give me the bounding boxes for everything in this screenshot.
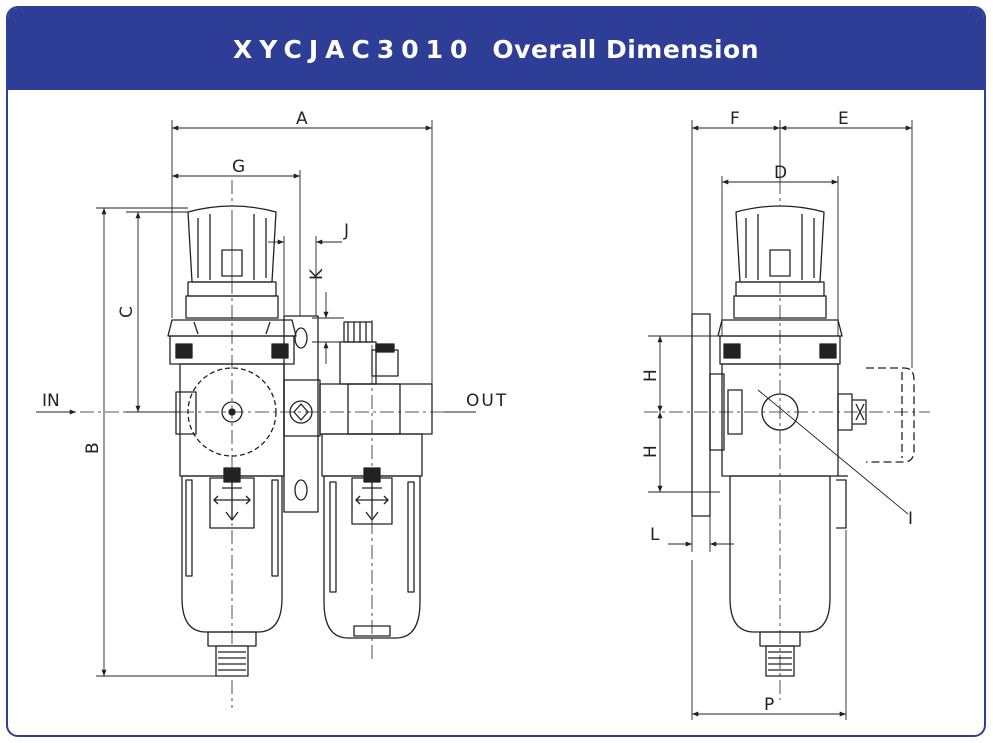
label-A: A — [296, 109, 308, 129]
front-view — [36, 120, 476, 708]
mounting-bracket — [283, 315, 319, 513]
label-I: I — [908, 509, 913, 529]
lubricator-top — [339, 321, 399, 385]
label-F: F — [730, 109, 740, 129]
lubricator-body — [319, 383, 433, 477]
regulator-body — [169, 335, 321, 477]
side-body — [719, 335, 915, 529]
side-regulator-knob — [717, 205, 843, 337]
page-title: Overall Dimension — [492, 34, 759, 64]
label-C: C — [117, 306, 137, 318]
front-dimensions — [36, 120, 476, 677]
label-B: B — [83, 442, 103, 454]
model-number: XYCJAC3010 — [232, 34, 475, 64]
side-bowl — [729, 475, 831, 677]
label-H-top: H — [641, 369, 661, 382]
label-D: D — [774, 163, 787, 183]
label-L: L — [650, 525, 660, 545]
lubricator-bowl — [323, 467, 421, 639]
regulator-bowl — [181, 467, 283, 677]
side-view — [644, 120, 930, 720]
side-bracket-plate — [691, 313, 711, 517]
dimension-labels: A G J K C B IN OUT F E D H H L I P — [42, 109, 913, 715]
title-bar: XYCJAC3010 Overall Dimension — [8, 8, 984, 90]
regulator-knob — [167, 205, 297, 337]
label-out: OUT — [466, 391, 508, 411]
label-P: P — [764, 695, 774, 715]
side-dimensions — [648, 120, 913, 720]
label-H-bottom: H — [641, 445, 661, 458]
label-G: G — [232, 157, 245, 177]
label-J: J — [343, 221, 349, 241]
label-in: IN — [42, 391, 60, 411]
label-E: E — [838, 109, 849, 129]
label-K: K — [307, 268, 327, 280]
